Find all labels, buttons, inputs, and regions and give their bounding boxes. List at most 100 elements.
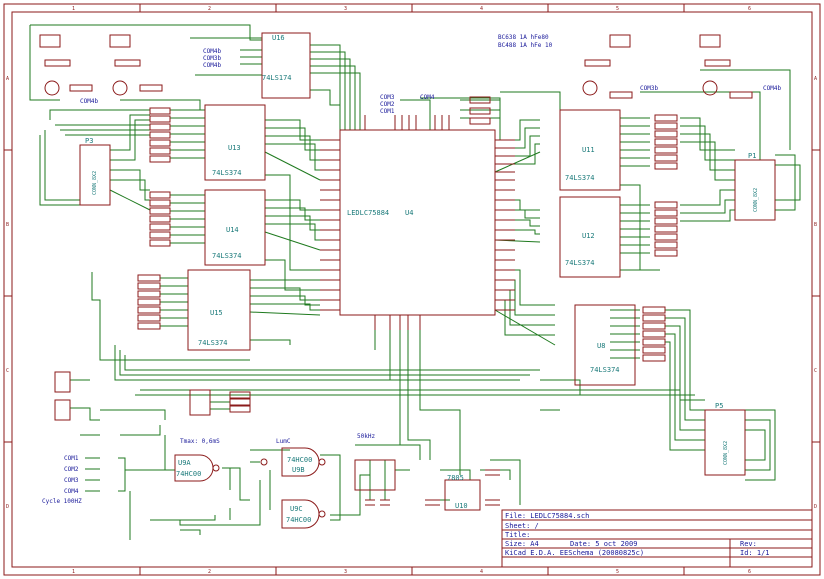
col-label: 3: [344, 6, 347, 12]
tb-sheet: Sheet: /: [505, 522, 539, 530]
resistor-arrays: [137, 96, 678, 413]
u14-ref: U14: [226, 226, 239, 234]
u16-value: 74LS174: [262, 74, 292, 82]
tb-kicad: KiCad E.D.A. EESchema (20080825c): [505, 549, 644, 557]
row-label: D: [6, 504, 9, 510]
col-label: 5: [616, 6, 619, 12]
connector-p3: P3 CONN_8X2: [79, 137, 111, 206]
row-label: A: [814, 76, 817, 82]
ic-u16: U16 74LS174: [261, 32, 311, 99]
net-com4: COM4: [420, 94, 435, 101]
power-section: 7805 U10: [354, 459, 500, 511]
u10-ref: U10: [455, 502, 468, 510]
net-com4b-3: COM4b: [80, 98, 98, 105]
row-label: B: [6, 222, 9, 228]
note-lumc: LumC: [276, 438, 291, 445]
tb-date: Date: 5 oct 2009: [570, 540, 637, 548]
row-label: C: [814, 368, 817, 374]
col-label: 4: [480, 6, 483, 12]
note-cycle: Cycle 100HZ: [42, 498, 82, 505]
net-com4-in: COM4: [64, 488, 79, 495]
net-com4b-1: COM4b: [203, 48, 221, 55]
u14-value: 74LS374: [212, 252, 242, 260]
u4-value: LEDLC75884: [347, 209, 389, 217]
col-label: 2: [208, 569, 211, 575]
u9a-value: 74HC00: [176, 470, 201, 478]
note-50khz: 50kHz: [357, 433, 375, 440]
row-label: B: [814, 222, 817, 228]
ic-u11: U11 74LS374: [559, 109, 621, 191]
u11-ref: U11: [582, 146, 595, 154]
gate-u9b: 74HC00 U9B: [260, 447, 326, 477]
row-label: A: [6, 76, 9, 82]
tb-id: Id: 1/1: [740, 549, 770, 557]
transistor-drivers: [39, 34, 753, 99]
gate-u9c: U9C 74HC00: [281, 499, 326, 529]
p5-value: CONN_8X2: [723, 441, 729, 465]
p5-ref: P5: [715, 402, 723, 410]
p1-value: CONN_8X2: [753, 188, 759, 212]
net-com4b-2: COM4b: [203, 62, 221, 69]
u12-value: 74LS374: [565, 259, 595, 267]
col-label: 3: [344, 569, 347, 575]
tb-file: File: LEDLC75884.sch: [505, 512, 589, 520]
col-label: 1: [72, 569, 75, 575]
connector-small-left: [54, 371, 211, 421]
net-com2-in: COM2: [64, 466, 79, 473]
gate-u9a: U9A 74HC00: [174, 454, 220, 482]
col-label: 6: [748, 569, 751, 575]
ic-u12: U12 74LS374: [559, 196, 621, 278]
u4-ref: U4: [405, 209, 413, 217]
ic-u14: U14 74LS374: [204, 189, 266, 266]
net-com4b-4: COM4b: [763, 85, 781, 92]
net-com2: COM2: [380, 101, 395, 108]
col-label: 4: [480, 569, 483, 575]
u11-value: 74LS374: [565, 174, 595, 182]
u9b-value: 74HC00: [287, 456, 312, 464]
row-label: C: [6, 368, 9, 374]
connector-p5: P5 CONN_8X2: [704, 402, 746, 476]
connector-p1: P1 CONN_8X2: [734, 152, 776, 221]
tb-title: Title:: [505, 531, 530, 539]
ic-u8: U8 74LS374: [574, 304, 636, 386]
col-label: 1: [72, 6, 75, 12]
u13-value: 74LS374: [212, 169, 242, 177]
u9c-ref: U9C: [290, 505, 303, 513]
u16-ref: U16: [272, 34, 285, 42]
col-label: 2: [208, 6, 211, 12]
note-bc638: BC638 1A hFe80: [498, 34, 549, 41]
ic-u4: U4 LEDLC75884: [320, 115, 515, 330]
p1-ref: P1: [748, 152, 756, 160]
tb-size: Size: A4: [505, 540, 539, 548]
net-com3-in: COM3: [64, 477, 79, 484]
u4-right-pins: [495, 139, 515, 311]
net-com3b-1: COM3b: [203, 55, 221, 62]
net-com1-in: COM1: [64, 455, 79, 462]
ic-u15: U15 74LS374: [187, 269, 251, 351]
u10-value: 7805: [447, 474, 464, 482]
net-com3b-2: COM3b: [640, 85, 658, 92]
ic-u13: U13 74LS374: [204, 104, 266, 181]
title-block: File: LEDLC75884.sch Sheet: / Title: Siz…: [501, 509, 813, 568]
u4-bottom-pins: [374, 315, 421, 330]
note-bc488: BC488 1A hFe 10: [498, 42, 553, 49]
u4-top-pins: [364, 115, 450, 130]
u8-value: 74LS374: [590, 366, 620, 374]
u15-ref: U15: [210, 309, 223, 317]
tb-rev: Rev:: [740, 540, 757, 548]
p3-value: CONN_8X2: [92, 171, 98, 195]
u8-ref: U8: [597, 342, 605, 350]
u4-left-pins: [320, 139, 340, 311]
u15-value: 74LS374: [198, 339, 228, 347]
u9b-ref: U9B: [292, 466, 305, 474]
col-label: 5: [616, 569, 619, 575]
u9a-ref: U9A: [178, 459, 191, 467]
row-label: D: [814, 504, 817, 510]
note-tmax: Tmax: 0,6mS: [180, 438, 220, 445]
u12-ref: U12: [582, 232, 595, 240]
net-com1: COM1: [380, 108, 395, 115]
wires: [29, 24, 801, 540]
net-com3: COM3: [380, 94, 395, 101]
sheet-frame: 1 2 3 4 5 6 1 2 3 4 5 6 A B C D A B C D: [3, 3, 821, 576]
